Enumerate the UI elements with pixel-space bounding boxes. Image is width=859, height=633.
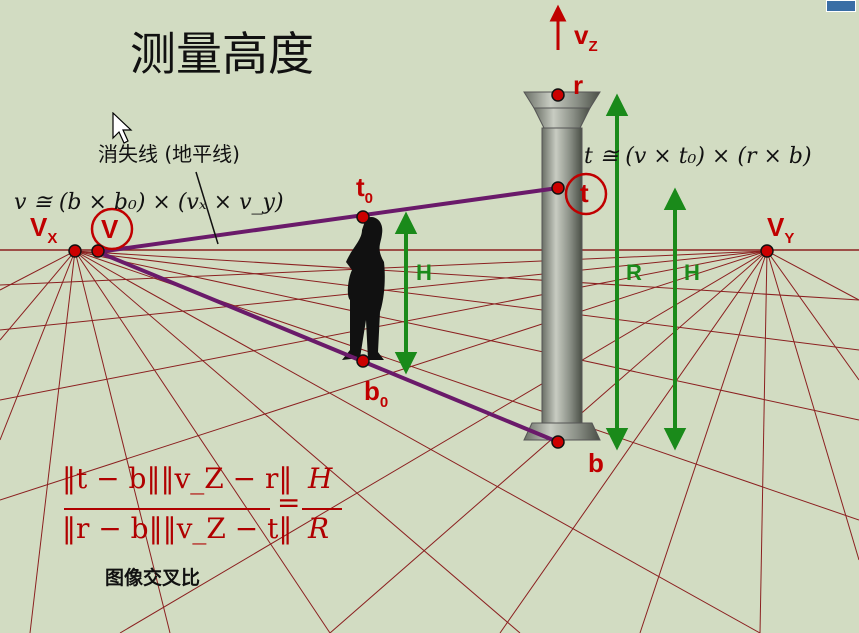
person-silhouette [342,216,385,360]
point-t0 [356,210,370,224]
t-highlight-circle [564,172,608,216]
formula-rhs-denominator: R [308,512,330,545]
cursor-icon [112,112,133,144]
vz-arrow [549,4,567,50]
green-arrows [394,93,687,451]
label-t0: t0 [356,172,374,207]
formula-numerator: ‖t − b‖‖v_Z − r‖ [62,462,293,495]
label-h-left: H [416,260,432,285]
label-b0: b0 [364,376,389,411]
point-t [551,181,565,195]
formula-rhs-numerator: H [308,462,333,495]
point-b [551,435,565,449]
point-b0 [356,354,370,368]
label-h-right: H [684,260,700,285]
t-formula: t ≅ (v × t₀) × (r × b) [584,144,812,169]
label-vx: VX [30,212,58,247]
formula-bar [64,508,270,510]
construction-lines [97,186,559,444]
label-r-height: R [626,260,642,285]
formula-rhs-bar [302,508,342,510]
cross-ratio-formula: ‖t − b‖‖v_Z − r‖ ‖r − b‖‖v_Z − t‖ = H R [62,462,352,562]
v-formula: v ≅ (b × b₀) × (vₓ × v_y) [14,190,284,215]
label-b: b [588,448,604,478]
label-v: V [101,214,119,244]
cross-ratio-caption: 图像交叉比 [105,567,201,589]
key-points [68,88,774,449]
formula-equals: = [277,486,301,519]
formula-denominator: ‖r − b‖‖v_Z − t‖ [62,512,293,545]
label-r: r [573,70,584,100]
label-vy: VY [767,212,795,247]
label-t: t [580,178,589,208]
page-title: 测量高度 [130,27,314,81]
v-highlight-circle [90,207,134,251]
point-r [551,88,565,102]
window-widget[interactable] [826,0,856,12]
point-v [91,244,105,258]
horizon-caption: 消失线 (地平线) [98,142,240,166]
point-vy [760,244,774,258]
label-vz: vZ [574,20,598,55]
caption-pointer [195,171,219,245]
point-vx [68,244,82,258]
grid-rays-vx [0,250,859,633]
